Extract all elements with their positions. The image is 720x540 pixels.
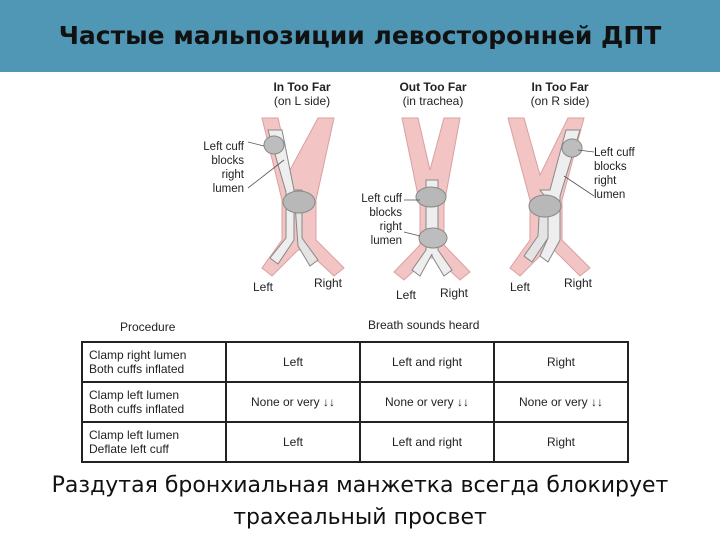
- callout-3-line-1: Left cuff: [594, 147, 635, 159]
- left-cuff-2: [418, 227, 448, 249]
- callout-panel-3: Left cuff blocks right lumen: [594, 146, 654, 202]
- procedure-line: Both cuffs inflated: [89, 402, 185, 416]
- panel-3-subtitle: (on R side): [530, 94, 590, 108]
- title-bar: [0, 0, 720, 72]
- callout-2-line-2: blocks: [369, 207, 402, 219]
- airway-panel-2: [393, 117, 471, 281]
- callout-1-line-4: lumen: [212, 183, 244, 195]
- airway-diagrams: [247, 117, 595, 281]
- result-cell: Left and right: [359, 341, 495, 383]
- callout-2-line-3: right: [379, 221, 402, 233]
- callout-panel-1: Left cuff blocks right lumen: [190, 140, 244, 196]
- panel-1-left-label: Left: [253, 280, 274, 294]
- callout-1-line-3: right: [221, 169, 244, 181]
- panel-1-title: In Too Far: [273, 80, 331, 94]
- result-cell: Right: [493, 421, 629, 463]
- procedure-cell: Clamp left lumen Both cuffs inflated: [81, 381, 227, 423]
- callout-2-line-4: lumen: [370, 235, 402, 247]
- procedure-cell: Clamp left lumen Deflate left cuff: [81, 421, 227, 463]
- panel-3-heading: In Too Far (on R side): [510, 80, 610, 108]
- result-cell: None or very ↓↓: [225, 381, 361, 423]
- tracheal-cuff-1: [282, 190, 316, 214]
- procedure-line: Clamp left lumen: [89, 428, 180, 442]
- panel-1-subtitle: (on L side): [273, 94, 331, 108]
- airway-panel-3: [507, 117, 595, 277]
- callout-1-line-2: blocks: [211, 155, 244, 167]
- result-cell: Left: [225, 341, 361, 383]
- callout-3-line-2: blocks: [594, 161, 627, 173]
- callout-2-line-1: Left cuff: [361, 193, 402, 205]
- table-row: Clamp right lumen Both cuffs inflated Le…: [81, 341, 629, 383]
- slide-title: Частые мальпозиции левосторонней ДПТ: [58, 21, 662, 50]
- table-row: Clamp left lumen Both cuffs inflated Non…: [81, 381, 629, 423]
- caption-line-2: трахеальный просвет: [233, 505, 487, 530]
- panel-2-left-label: Left: [396, 288, 417, 302]
- table-row: Clamp left lumen Deflate left cuff Left …: [81, 421, 629, 463]
- tracheal-cuff-3: [528, 194, 562, 218]
- callout-panel-2: Left cuff blocks right lumen: [347, 192, 402, 248]
- result-cell: Right: [493, 341, 629, 383]
- procedure-line: Deflate left cuff: [89, 442, 169, 456]
- breath-sounds-table: Clamp right lumen Both cuffs inflated Le…: [81, 341, 629, 463]
- result-cell: Left and right: [359, 421, 495, 463]
- panel-2-title: Out Too Far: [399, 80, 467, 94]
- callout-1-line-1: Left cuff: [203, 141, 244, 153]
- panel-3-left-label: Left: [510, 280, 531, 294]
- panel-1-right-label: Right: [314, 276, 343, 290]
- procedure-cell: Clamp right lumen Both cuffs inflated: [81, 341, 227, 383]
- panel-2-right-label: Right: [440, 286, 469, 300]
- result-cell: None or very ↓↓: [493, 381, 629, 423]
- procedure-line: Both cuffs inflated: [89, 362, 185, 376]
- slide-caption: Раздутая бронхиальная манжетка всегда бл…: [0, 470, 720, 534]
- left-cuff-3: [561, 138, 583, 158]
- procedure-header: Procedure: [120, 320, 176, 334]
- panel-3-right-label: Right: [564, 276, 593, 290]
- breath-sounds-header: Breath sounds heard: [368, 318, 480, 332]
- procedure-line: Clamp left lumen: [89, 388, 180, 402]
- tracheal-cuff-2: [415, 186, 447, 208]
- caption-line-1: Раздутая бронхиальная манжетка всегда бл…: [51, 473, 669, 498]
- result-cell: Left: [225, 421, 361, 463]
- panel-2-heading: Out Too Far (in trachea): [383, 80, 483, 108]
- procedure-line: Clamp right lumen: [89, 348, 187, 362]
- callout-3-line-4: lumen: [594, 189, 626, 201]
- airway-panel-1: [247, 117, 345, 277]
- panel-3-title: In Too Far: [531, 80, 589, 94]
- result-cell: None or very ↓↓: [359, 381, 495, 423]
- panel-1-heading: In Too Far (on L side): [252, 80, 352, 108]
- panel-2-subtitle: (in trachea): [402, 94, 464, 108]
- callout-3-line-3: right: [594, 175, 617, 187]
- left-cuff-1: [263, 135, 285, 155]
